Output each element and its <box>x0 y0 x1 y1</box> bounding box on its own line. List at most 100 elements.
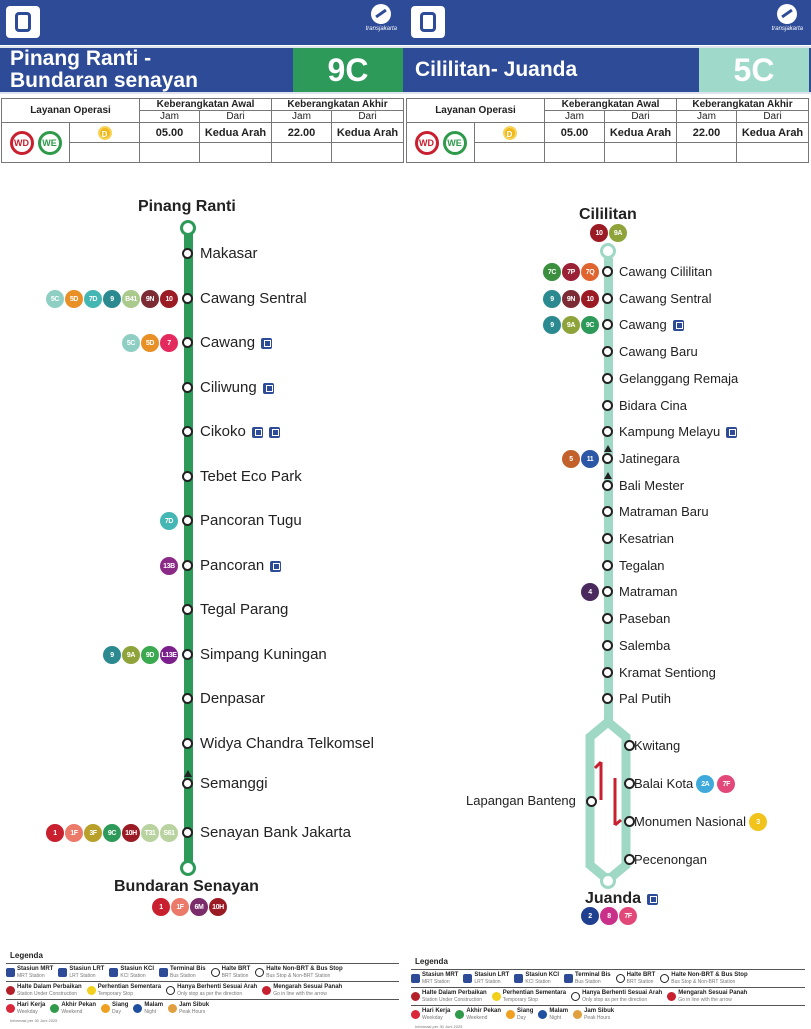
station-name[interactable]: Ciliwung <box>200 379 274 397</box>
station-stop[interactable] <box>182 248 193 259</box>
route-badge[interactable]: 9 <box>103 646 121 664</box>
station-name[interactable]: Cawang Baru <box>619 343 698 361</box>
route-badge[interactable]: 2 <box>581 907 599 925</box>
station-stop[interactable] <box>602 426 613 437</box>
station-name[interactable]: Matraman Baru <box>619 503 709 521</box>
route-badge[interactable]: 8 <box>600 907 618 925</box>
route-badge[interactable]: 3 <box>749 813 768 831</box>
terminus-name[interactable]: Juanda <box>585 891 659 907</box>
station-name[interactable]: Jatinegara <box>619 450 680 468</box>
station-stop[interactable] <box>624 854 635 865</box>
station-name[interactable]: Cawang Cililitan <box>619 263 712 281</box>
station-stop[interactable] <box>182 827 193 838</box>
station-name[interactable]: Semanggi <box>200 775 268 793</box>
route-badge[interactable]: 7C <box>543 263 561 281</box>
station-name[interactable]: Paseban <box>619 610 670 628</box>
route-badge[interactable]: 1F <box>65 824 83 842</box>
station-name[interactable]: Makasar <box>200 245 258 263</box>
station-stop[interactable] <box>182 693 193 704</box>
station-stop[interactable] <box>602 266 613 277</box>
route-badge[interactable]: 7P <box>562 263 580 281</box>
terminus-marker[interactable] <box>600 873 616 889</box>
route-badge[interactable]: 9 <box>543 290 561 308</box>
route-badge[interactable]: 9A <box>562 316 580 334</box>
route-badge[interactable]: 4 <box>581 583 599 601</box>
station-name[interactable]: Pecenongan <box>634 851 707 869</box>
route-badge[interactable]: 9 <box>543 316 561 334</box>
route-badge[interactable]: 7F <box>619 907 637 925</box>
route-badge[interactable]: 5C <box>122 334 140 352</box>
route-badge[interactable]: 9A <box>122 646 140 664</box>
route-badge[interactable]: 7D <box>160 512 178 530</box>
station-name[interactable]: Tebet Eco Park <box>200 468 302 486</box>
terminus-marker[interactable] <box>180 220 196 236</box>
station-stop[interactable] <box>602 586 613 597</box>
route-badge[interactable]: 9N <box>562 290 580 308</box>
route-badge[interactable]: 13B <box>160 557 178 575</box>
route-badge[interactable]: 1 <box>152 898 170 916</box>
station-name[interactable]: Senayan Bank Jakarta <box>200 824 351 842</box>
route-badge[interactable]: 9A <box>609 224 627 242</box>
station-name[interactable]: Pal Putih <box>619 690 671 708</box>
route-badge[interactable]: B41 <box>122 290 140 308</box>
route-badge[interactable]: 2A <box>696 775 715 793</box>
route-badge[interactable]: 7 <box>160 334 178 352</box>
station-name[interactable]: Widya Chandra Telkomsel <box>200 735 374 753</box>
station-stop[interactable] <box>602 613 613 624</box>
route-badge[interactable]: 10 <box>581 290 599 308</box>
station-stop[interactable] <box>602 400 613 411</box>
station-name[interactable]: Salemba <box>619 637 670 655</box>
station-name[interactable]: Cawang Sentral <box>619 290 712 308</box>
station-name[interactable]: Kramat Sentiong <box>619 664 716 682</box>
station-stop[interactable] <box>602 373 613 384</box>
station-stop[interactable] <box>602 506 613 517</box>
route-badge[interactable]: 5C <box>46 290 64 308</box>
station-stop[interactable] <box>602 480 613 491</box>
station-name[interactable]: Cawang <box>619 316 684 334</box>
route-badge[interactable]: 9C <box>103 824 121 842</box>
station-stop[interactable] <box>182 738 193 749</box>
route-badge[interactable]: 10 <box>160 290 178 308</box>
station-name[interactable]: Denpasar <box>200 690 265 708</box>
station-stop[interactable] <box>602 293 613 304</box>
route-badge[interactable]: 9 <box>103 290 121 308</box>
station-name[interactable]: Kesatrian <box>619 530 674 548</box>
station-stop[interactable] <box>182 293 193 304</box>
station-name[interactable]: Tegal Parang <box>200 601 288 619</box>
station-stop[interactable] <box>182 426 193 437</box>
station-stop[interactable] <box>586 796 597 807</box>
station-stop[interactable] <box>182 649 193 660</box>
route-badge[interactable]: 5 <box>562 450 580 468</box>
terminus-marker[interactable] <box>180 860 196 876</box>
station-stop[interactable] <box>624 778 635 789</box>
route-badge[interactable]: 10H <box>209 898 227 916</box>
route-badge[interactable]: 7Q <box>581 263 599 281</box>
route-badge[interactable]: S61 <box>160 824 178 842</box>
route-badge[interactable]: 7F <box>717 775 736 793</box>
station-name[interactable]: Bidara Cina <box>619 397 687 415</box>
route-badge[interactable]: 11 <box>581 450 599 468</box>
station-stop[interactable] <box>624 816 635 827</box>
station-stop[interactable] <box>182 604 193 615</box>
route-badge[interactable]: 5D <box>141 334 159 352</box>
station-stop[interactable] <box>602 640 613 651</box>
station-name[interactable]: Tegalan <box>619 557 665 575</box>
terminus-name[interactable]: Pinang Ranti <box>138 198 236 215</box>
route-badge[interactable]: 1F <box>171 898 189 916</box>
route-badge[interactable]: 7D <box>84 290 102 308</box>
station-stop[interactable] <box>602 693 613 704</box>
station-stop[interactable] <box>602 319 613 330</box>
route-badge[interactable]: 9C <box>581 316 599 334</box>
terminus-marker[interactable] <box>600 243 616 259</box>
station-stop[interactable] <box>602 533 613 544</box>
station-name[interactable]: Kampung Melayu <box>619 423 738 441</box>
route-badge[interactable]: 6M <box>190 898 208 916</box>
route-badge[interactable]: L13E <box>160 646 178 664</box>
terminus-name[interactable]: Cililitan <box>579 206 637 223</box>
station-stop[interactable] <box>602 346 613 357</box>
station-stop[interactable] <box>602 667 613 678</box>
station-name[interactable]: Kwitang <box>634 737 680 755</box>
route-badge[interactable]: 10 <box>590 224 608 242</box>
